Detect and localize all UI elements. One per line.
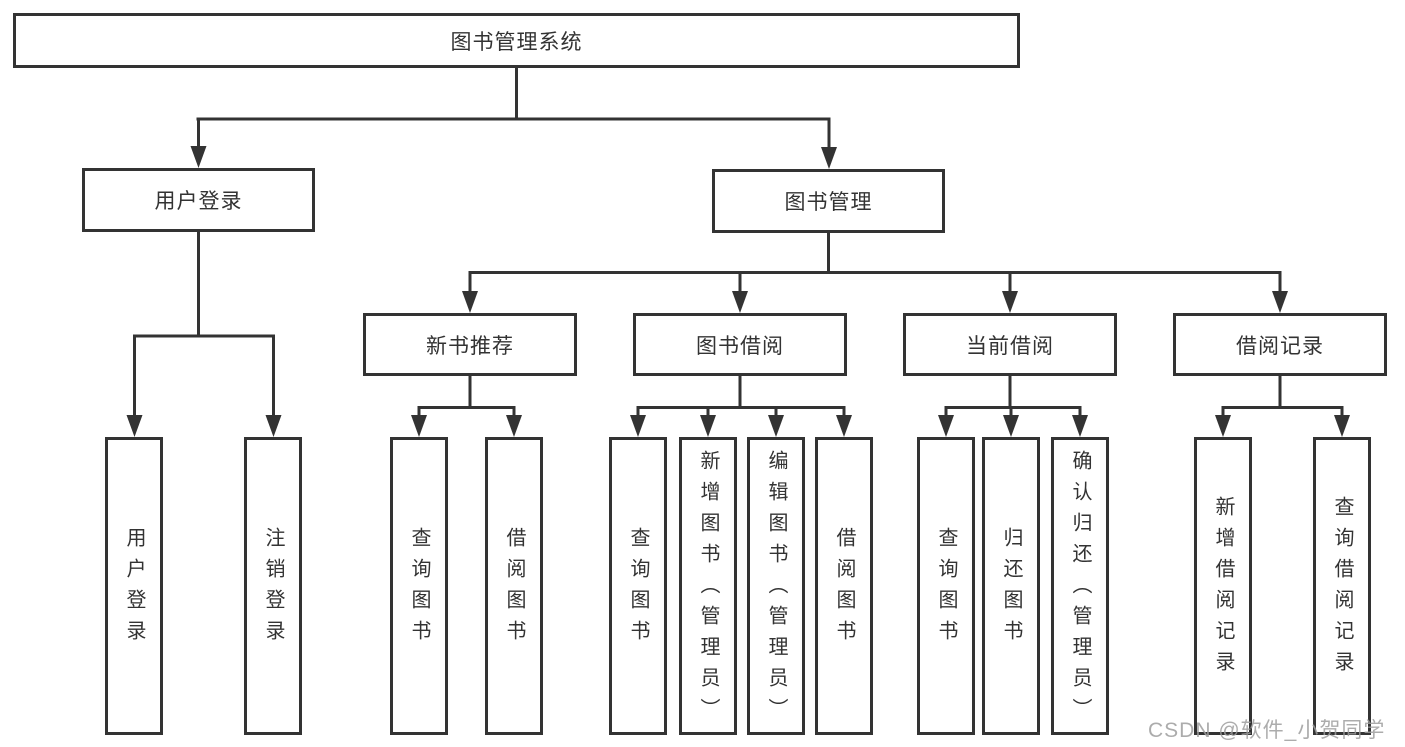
leaf-user-login: 用户登录	[105, 437, 163, 735]
leaf-confirm-return-admin: 确认归还（管理员）	[1051, 437, 1109, 735]
leaf-return-books: 归还图书	[982, 437, 1040, 735]
node-library-management-system: 图书管理系统	[13, 13, 1020, 68]
leaf-query-books-current: 查询图书	[917, 437, 975, 735]
leaf-borrow-books: 借阅图书	[815, 437, 873, 735]
leaf-logout: 注销登录	[244, 437, 302, 735]
leaf-edit-book-admin: 编辑图书（管理员）	[747, 437, 805, 735]
leaf-query-borrow-record: 查询借阅记录	[1313, 437, 1371, 735]
node-book-borrowing: 图书借阅	[633, 313, 847, 376]
leaf-borrow-books-recommend: 借阅图书	[485, 437, 543, 735]
node-new-book-recommendation: 新书推荐	[363, 313, 577, 376]
node-current-borrowing: 当前借阅	[903, 313, 1117, 376]
node-user-login: 用户登录	[82, 168, 315, 232]
leaf-add-book-admin: 新增图书（管理员）	[679, 437, 737, 735]
leaf-query-books-borrowing: 查询图书	[609, 437, 667, 735]
leaf-query-books-recommend: 查询图书	[390, 437, 448, 735]
node-borrowing-records: 借阅记录	[1173, 313, 1387, 376]
node-book-management: 图书管理	[712, 169, 945, 233]
leaf-add-borrow-record: 新增借阅记录	[1194, 437, 1252, 735]
